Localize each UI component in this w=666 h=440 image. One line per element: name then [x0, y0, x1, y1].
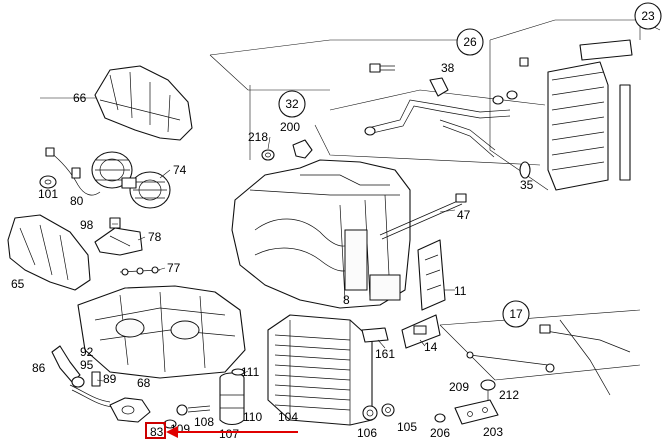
part-78-flap	[94, 227, 143, 256]
part-98-clip	[109, 217, 121, 229]
part-11-side-panel	[417, 239, 446, 311]
highlight-box-83	[145, 422, 166, 439]
callout-108: 108	[194, 415, 214, 429]
callout-8: 8	[343, 293, 350, 307]
part-105-nut	[381, 403, 395, 417]
callout-89: 89	[103, 372, 117, 386]
callout-65: 65	[11, 277, 25, 291]
part-35-hose-clamp	[519, 161, 531, 179]
callout-106: 106	[357, 426, 377, 440]
callout-218: 218	[248, 130, 268, 144]
part-65-left-duct	[7, 214, 91, 291]
part-number-labels: 66 74 80 101 98 78 77 65 92 95 86 89 68 …	[11, 61, 534, 440]
group-callout-26: 26	[456, 28, 484, 56]
callout-14: 14	[424, 340, 438, 354]
callout-92: 92	[80, 345, 94, 359]
part-111-cap	[231, 368, 245, 376]
part-89-clamp	[91, 371, 101, 387]
callout-47: 47	[457, 208, 471, 222]
group-callout-23: 23	[634, 2, 662, 30]
callout-111: 111	[241, 365, 260, 379]
part-101-grommet	[39, 175, 57, 189]
callout-105: 105	[397, 420, 417, 434]
part-14-switch	[401, 314, 441, 349]
callout-200: 200	[280, 120, 300, 134]
callout-23: 23	[641, 9, 655, 23]
callout-83: 83	[150, 425, 164, 439]
part-83-drain-valve	[109, 397, 151, 423]
part-86-bracket	[51, 345, 81, 383]
part-203-bracket	[454, 399, 499, 425]
callout-161: 161	[375, 347, 395, 361]
callout-80: 80	[70, 194, 84, 208]
callout-17: 17	[509, 307, 523, 321]
part-200-bracket	[292, 139, 313, 159]
callout-86: 86	[32, 361, 46, 375]
bolt-near-26	[369, 63, 395, 73]
group-callout-17: 17	[502, 300, 530, 328]
callout-74: 74	[173, 163, 187, 177]
part-66-upper-duct	[94, 65, 193, 141]
part-47-cable	[379, 193, 467, 240]
part-17-control-cables	[466, 319, 631, 396]
callout-38: 38	[441, 61, 455, 75]
group-frame-17	[439, 309, 641, 381]
callout-110: 110	[243, 410, 262, 424]
part-74-blower-motor	[91, 151, 171, 209]
callout-78: 78	[148, 230, 162, 244]
part-92-95-hoses	[69, 376, 113, 408]
part-38-clip	[429, 77, 449, 97]
part-108-bolt	[176, 404, 211, 416]
callout-26: 26	[463, 35, 477, 49]
callout-107: 107	[219, 427, 239, 440]
callout-68: 68	[137, 376, 151, 390]
part-32-pipes	[364, 90, 518, 158]
callout-98: 98	[80, 218, 94, 232]
part-206-washer	[434, 413, 446, 423]
part-106-bolt	[362, 405, 378, 421]
part-218-screw	[261, 149, 275, 161]
part-23-evaporator	[519, 39, 633, 191]
callout-11: 11	[454, 284, 467, 298]
part-107-receiver-drier	[219, 372, 245, 426]
callout-77: 77	[167, 261, 181, 275]
group-callout-32: 32	[278, 90, 306, 118]
callout-203: 203	[483, 425, 503, 439]
part-104-heater-core	[267, 314, 373, 426]
part-68-lower-housing	[77, 285, 246, 379]
part-161-clip	[361, 327, 389, 343]
part-77-linkage	[119, 266, 161, 276]
callout-35: 35	[520, 178, 534, 192]
callout-32: 32	[285, 97, 299, 111]
part-80-wire-harness	[45, 147, 101, 196]
part-8-heater-box	[231, 159, 411, 309]
callout-66: 66	[73, 91, 87, 105]
callout-212: 212	[499, 388, 519, 402]
callout-206: 206	[430, 426, 450, 440]
callout-104: 104	[278, 410, 298, 424]
highlight-arrow	[166, 426, 298, 438]
leader-lines	[40, 97, 456, 382]
callout-101: 101	[38, 187, 58, 201]
callout-95: 95	[80, 358, 94, 372]
callout-209: 209	[449, 380, 469, 394]
